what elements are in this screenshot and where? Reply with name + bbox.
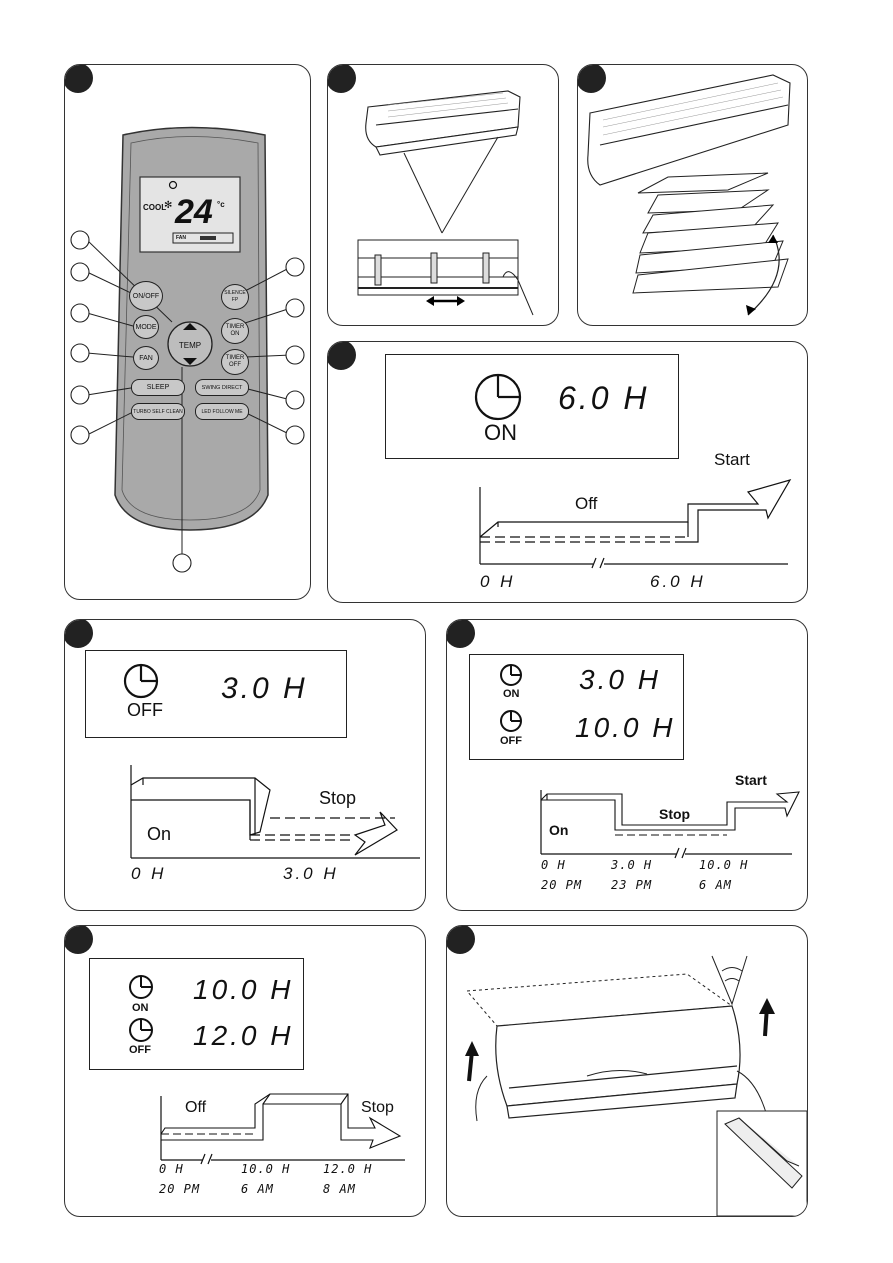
timer-off-on-state-off: Off xyxy=(185,1099,207,1116)
timer-off-axis-start: 0 H xyxy=(131,864,167,883)
tick-1-hours: 10.0 H xyxy=(241,1162,291,1176)
timer-off-display-value: 3.0 H xyxy=(221,672,308,705)
timer-off-on-on-value: 10.0 H xyxy=(193,974,294,1005)
timer-on-display xyxy=(385,354,679,459)
tick-1-clock: 6 AM xyxy=(241,1182,274,1196)
timer-on-button[interactable]: TIMER ON xyxy=(221,318,249,344)
timer-off-state-stop: Stop xyxy=(319,788,357,808)
timer-on-panel: ON 6.0 H Off Start 0 H 6.0 H xyxy=(327,341,808,603)
louver-adjust-panel xyxy=(327,64,559,326)
open-front-panel-illustration xyxy=(465,955,807,1216)
timer-off-display xyxy=(85,650,347,738)
timer-on-display-value: 6.0 H xyxy=(558,380,650,416)
sleep-label: SLEEP xyxy=(146,384,170,391)
timer-on-state-off: Off xyxy=(575,494,598,513)
timer-on-off-off-label: OFF xyxy=(500,735,522,747)
remote-fan-label: FAN xyxy=(176,235,186,241)
remote-illustration xyxy=(70,126,305,573)
timer-off-icon-label: OFF xyxy=(127,700,163,720)
tick-2-clock: 8 AM xyxy=(323,1182,356,1196)
timer-on-off-off-value: 10.0 H xyxy=(575,712,676,743)
tick-2-hours: 10.0 H xyxy=(699,858,749,872)
timer-off-on-display xyxy=(89,958,304,1070)
remote-panel: COOL ✻ 24 °c FAN ON/OFF MODE FAN TEMP SI… xyxy=(64,64,311,600)
timer-off-on-panel: ON OFF 10.0 H 12.0 H Off Stop 0 H 20 PM … xyxy=(64,925,426,1217)
swing-illustration xyxy=(587,74,791,316)
remote-mode-label: COOL xyxy=(143,203,167,212)
timer-off-on-chart xyxy=(129,975,405,1165)
step-badge xyxy=(578,65,606,93)
turbo-self-clean-label: TURBO SELF CLEAN xyxy=(133,408,183,415)
timer-on-axis-start: 0 H xyxy=(480,572,516,591)
on-off-button[interactable]: ON/OFF xyxy=(129,281,163,311)
step-badge xyxy=(328,65,356,93)
step-badge xyxy=(328,342,356,370)
step-badge xyxy=(65,926,93,954)
timer-on-label: TIMER xyxy=(225,324,245,330)
timer-off-axis-end: 3.0 H xyxy=(283,864,339,883)
timer-on-chart xyxy=(474,373,792,569)
timer-on-off-chart xyxy=(500,664,800,859)
led-follow-me-button[interactable]: LED FOLLOW ME xyxy=(195,403,249,420)
mode-label: MODE xyxy=(135,323,157,331)
temp-button[interactable]: TEMP xyxy=(168,338,212,352)
timer-on-off-panel: ON OFF 3.0 H 10.0 H On Stop Start 0 H 20… xyxy=(446,619,808,911)
timer-off-on-off-label: OFF xyxy=(129,1044,151,1056)
remote-temp-unit: °c xyxy=(217,200,225,209)
fan-label: FAN xyxy=(139,354,153,362)
swing-direct-button[interactable]: SWING DIRECT xyxy=(195,379,249,396)
step-badge xyxy=(65,620,93,648)
timer-off-sub-label: OFF xyxy=(229,362,241,368)
timer-on-sub-label: ON xyxy=(230,331,240,337)
silence-button[interactable]: SILENCE FP xyxy=(221,284,249,310)
tick-0-hours: 0 H xyxy=(159,1162,184,1176)
fan-button[interactable]: FAN xyxy=(133,346,159,370)
timer-on-icon-label: ON xyxy=(484,420,517,445)
tick-2-hours: 12.0 H xyxy=(323,1162,373,1176)
timer-on-off-on-value: 3.0 H xyxy=(579,664,661,695)
timer-off-panel: OFF 3.0 H On Stop 0 H 3.0 H xyxy=(64,619,426,911)
tick-0-hours: 0 H xyxy=(541,858,566,872)
timer-off-button[interactable]: TIMER OFF xyxy=(221,349,249,375)
swing-panel xyxy=(577,64,808,326)
turbo-self-clean-button[interactable]: TURBO SELF CLEAN xyxy=(131,403,185,420)
timer-off-on-on-label: ON xyxy=(132,1002,149,1014)
silence-sub-label: FP xyxy=(231,297,239,303)
led-follow-me-label: LED FOLLOW ME xyxy=(201,408,243,415)
swing-direct-label: SWING DIRECT xyxy=(201,384,243,391)
timer-on-off-state-start: Start xyxy=(735,772,767,788)
timer-on-off-on-label: ON xyxy=(503,688,520,700)
sleep-button[interactable]: SLEEP xyxy=(131,379,185,396)
timer-off-label: TIMER xyxy=(225,355,245,361)
timer-on-off-state-on: On xyxy=(549,822,569,838)
on-off-label: ON/OFF xyxy=(132,292,160,300)
step-badge xyxy=(447,926,475,954)
tick-0-clock: 20 PM xyxy=(541,878,583,892)
snowflake-icon: ✻ xyxy=(164,200,173,211)
tick-2-clock: 6 AM xyxy=(699,878,732,892)
open-panel-panel xyxy=(446,925,808,1217)
silence-label: SILENCE xyxy=(224,290,246,296)
step-badge xyxy=(65,65,93,93)
temp-label: TEMP xyxy=(178,340,202,350)
timer-on-axis-end: 6.0 H xyxy=(650,572,706,591)
timer-off-chart xyxy=(123,663,420,859)
louver-adjust-illustration xyxy=(357,90,534,316)
step-badge xyxy=(447,620,475,648)
timer-off-state-on: On xyxy=(147,824,172,844)
timer-on-off-display xyxy=(469,654,684,760)
timer-on-state-start: Start xyxy=(714,450,750,469)
tick-0-clock: 20 PM xyxy=(159,1182,201,1196)
tick-1-clock: 23 PM xyxy=(611,878,653,892)
timer-off-on-off-value: 12.0 H xyxy=(193,1020,294,1051)
timer-on-off-state-stop: Stop xyxy=(659,806,691,822)
tick-1-hours: 3.0 H xyxy=(611,858,653,872)
remote-temp-value: 24 xyxy=(175,193,213,231)
mode-button[interactable]: MODE xyxy=(133,315,159,339)
timer-off-on-state-stop: Stop xyxy=(361,1099,394,1116)
